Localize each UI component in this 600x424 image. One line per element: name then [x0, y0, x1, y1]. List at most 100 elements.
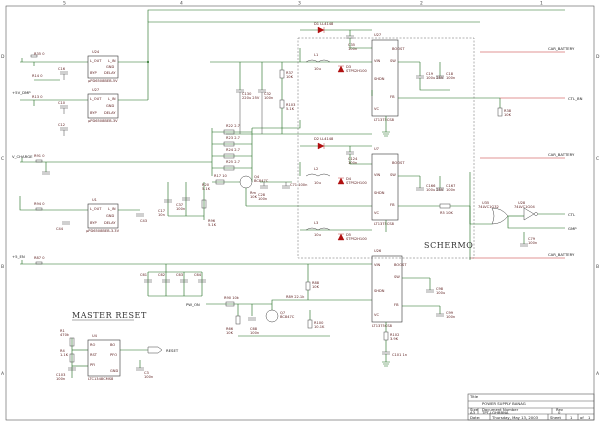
svg-text:R13 0: R13 0 — [32, 95, 43, 99]
svg-text:D4: D4 — [346, 177, 352, 181]
svg-text:10K: 10K — [286, 75, 294, 79]
svg-text:0: 0 — [558, 410, 561, 415]
svg-text:D3: D3 — [346, 65, 351, 69]
svg-text:GND: GND — [106, 214, 114, 218]
title-block-title: POWER SUPPLY BANAG — [482, 401, 526, 406]
net-car-battery-3: CAR_BATTERY — [548, 252, 575, 257]
svg-text:R20: R20 — [202, 183, 210, 187]
svg-text:U24: U24 — [92, 50, 100, 54]
svg-text:C68: C68 — [250, 327, 258, 331]
svg-text:R5 10K: R5 10K — [440, 211, 453, 215]
net-ctl-out: CTL — [568, 212, 576, 217]
svg-text:C167: C167 — [446, 184, 455, 188]
svg-text:SHDN: SHDN — [374, 191, 385, 195]
svg-text:10u: 10u — [314, 67, 321, 71]
svg-text:μPD6508BEB-3.3V: μPD6508BEB-3.3V — [86, 229, 120, 233]
svg-text:SHDN: SHDN — [374, 289, 385, 293]
svg-text:BOOST: BOOST — [392, 47, 405, 51]
svg-text:100n: 100n — [446, 76, 455, 80]
svg-text:STPS2H100: STPS2H100 — [346, 181, 367, 185]
svg-text:C44: C44 — [56, 227, 64, 231]
svg-text:μPD6508BEB-3V: μPD6508BEB-3V — [88, 119, 118, 123]
svg-text:100u 25V: 100u 25V — [426, 76, 444, 80]
svg-text:R35 0: R35 0 — [34, 52, 45, 56]
svg-text:Size: Size — [470, 407, 478, 412]
svg-text:SW: SW — [390, 173, 396, 177]
col-2: 2 — [420, 1, 423, 7]
svg-text:74LVC1G32: 74LVC1G32 — [478, 205, 499, 209]
svg-text:10K: 10K — [504, 113, 512, 117]
switcher-u27 — [371, 39, 399, 117]
schermo-label: SCHERMO — [424, 241, 473, 250]
svg-text:100n: 100n — [250, 331, 259, 335]
col-1: 1 — [540, 1, 543, 7]
svg-text:C37: C37 — [176, 203, 183, 207]
svg-text:SW: SW — [394, 275, 400, 279]
svg-text:10K: 10K — [312, 285, 320, 289]
svg-text:DELAY: DELAY — [104, 221, 116, 225]
svg-text:R88: R88 — [312, 281, 320, 285]
svg-text:BYP: BYP — [90, 111, 97, 115]
svg-text:C43: C43 — [140, 219, 147, 223]
svg-text:Sheet: Sheet — [550, 415, 561, 420]
svg-text:3.9K: 3.9K — [390, 337, 399, 341]
svg-text:LT1375CS8: LT1375CS8 — [372, 324, 393, 328]
svg-text:C64: C64 — [194, 273, 202, 277]
reset-ic-u4 — [87, 339, 121, 377]
svg-text:C99: C99 — [446, 311, 454, 315]
svg-text:10u: 10u — [314, 233, 321, 237]
net-car-battery-1: CAR_BATTERY — [548, 46, 575, 51]
svg-text:DELAY: DELAY — [104, 111, 116, 115]
svg-text:5.1K: 5.1K — [208, 223, 217, 227]
svg-text:L_IN: L_IN — [108, 207, 116, 211]
svg-text:R25 2.7: R25 2.7 — [226, 160, 240, 164]
svg-text:C71 100n: C71 100n — [290, 183, 307, 187]
regulator-u27-ldo — [87, 93, 119, 119]
regulator-u1 — [87, 203, 119, 229]
svg-text:1: 1 — [570, 415, 573, 420]
svg-text:R37: R37 — [286, 71, 293, 75]
svg-text:Rm: Rm — [250, 191, 256, 195]
svg-text:BOOST: BOOST — [392, 161, 405, 165]
svg-text:R100: R100 — [314, 321, 324, 325]
row-c-right: C — [596, 156, 599, 162]
svg-text:U4: U4 — [92, 334, 98, 338]
svg-text:Q4: Q4 — [254, 175, 260, 179]
svg-text:U27: U27 — [92, 88, 99, 92]
row-d-right: D — [596, 54, 600, 60]
svg-text:C17: C17 — [158, 209, 165, 213]
c-row-left: V_CHARGE R91 0 R94 0 U1 L_OUT L_IN GND B… — [12, 154, 212, 233]
svg-text:VC: VC — [374, 211, 379, 215]
svg-text:R24 2.7: R24 2.7 — [226, 148, 240, 152]
svg-text:Q7: Q7 — [280, 311, 285, 315]
svg-text:U1: U1 — [92, 198, 97, 202]
net-ctl-bn: CTL_BN — [568, 96, 583, 101]
svg-text:LT1375CS8: LT1375CS8 — [374, 222, 395, 226]
border-coordinates: 5 4 3 2 1 D C B A D C B A — [1, 1, 600, 378]
svg-text:BC847C: BC847C — [254, 179, 269, 183]
title-block: Title POWER SUPPLY BANAG Size A3 Documen… — [467, 393, 595, 421]
svg-text:100u: 100u — [436, 291, 445, 295]
svg-text:L1: L1 — [314, 53, 318, 57]
svg-text:10.1K: 10.1K — [314, 325, 325, 329]
row-a-right: A — [596, 371, 600, 377]
svg-text:A3: A3 — [470, 410, 476, 415]
svg-text:C35: C35 — [348, 43, 355, 47]
svg-text:Rev: Rev — [556, 407, 564, 412]
svg-text:1.1K: 1.1K — [60, 353, 69, 357]
svg-text:R96: R96 — [208, 219, 216, 223]
svg-text:L_IN: L_IN — [108, 97, 116, 101]
svg-text:L_OUT: L_OUT — [90, 97, 102, 101]
svg-text:BOOST: BOOST — [394, 263, 407, 267]
svg-text:R23 2.7: R23 2.7 — [226, 136, 240, 140]
svg-text:of: of — [580, 415, 584, 420]
svg-text:C12: C12 — [58, 123, 65, 127]
svg-text:100n: 100n — [56, 377, 65, 381]
row-a: A — [1, 371, 5, 377]
svg-text:C63: C63 — [176, 273, 183, 277]
svg-text:R91 0: R91 0 — [34, 154, 45, 158]
